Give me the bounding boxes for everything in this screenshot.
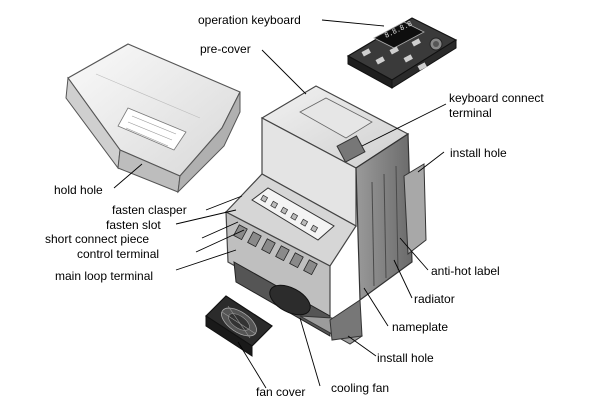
label-fasten-slot: fasten slot xyxy=(106,218,161,232)
label-short-connect-piece: short connect piece xyxy=(45,232,150,246)
label-cooling-fan: cooling fan xyxy=(331,381,390,395)
label-main-loop-terminal: main loop terminal xyxy=(55,269,154,283)
label-pre-cover: pre-cover xyxy=(200,42,251,56)
pre-cover-part xyxy=(65,43,241,194)
label-install-hole-bottom: install hole xyxy=(377,351,434,365)
label-install-hole-top: install hole xyxy=(450,146,507,160)
label-fasten-clasper: fasten clasper xyxy=(112,203,187,217)
label-radiator: radiator xyxy=(414,292,455,306)
operation-keyboard-part: 8.8.8.8 xyxy=(346,17,458,89)
label-operation-keyboard: operation keyboard xyxy=(198,13,301,27)
label-fan-cover: fan cover xyxy=(256,385,306,399)
leader-lines xyxy=(113,19,447,389)
label-control-terminal: control terminal xyxy=(77,247,160,261)
label-keyboard-connect-terminal-line1: keyboard connect xyxy=(449,91,544,105)
label-anti-hot-label: anti-hot label xyxy=(431,264,500,278)
inverter-body-part xyxy=(225,85,427,345)
label-keyboard-connect-terminal-line2: terminal xyxy=(449,106,492,120)
label-nameplate: nameplate xyxy=(392,320,449,334)
label-hold-hole: hold hole xyxy=(54,183,103,197)
fan-cover-part xyxy=(205,295,273,357)
